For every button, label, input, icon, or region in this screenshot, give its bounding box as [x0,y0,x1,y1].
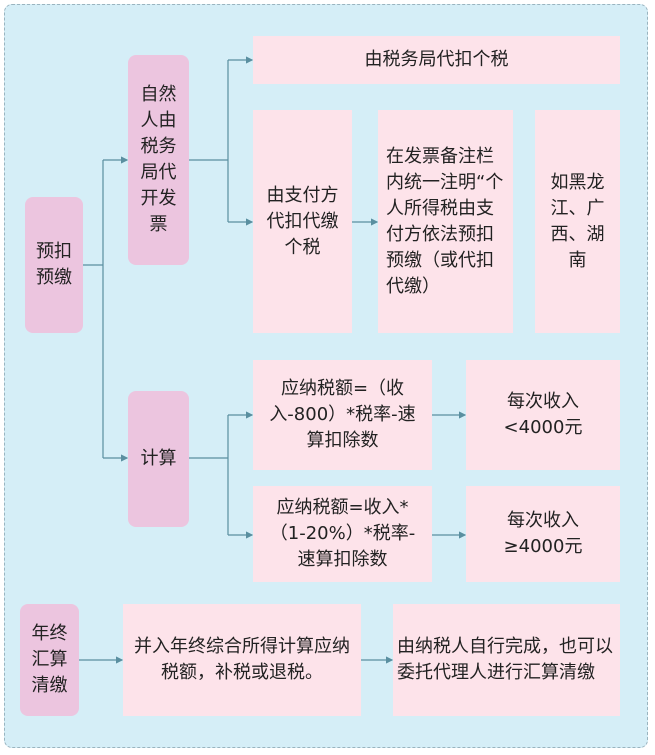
connector-prepay [83,160,104,458]
node-annual-merge: 并入年终综合所得计算应纳税额，补税或退税。 [123,604,361,716]
node-payer-withhold: 由支付方代扣代缴个税 [253,110,352,333]
node-annual: 年终汇算清缴 [20,604,79,716]
node-condition-low: 每次收入<4000元 [466,360,620,470]
connector-natural [189,60,229,222]
connector-calc [189,415,229,535]
node-formula-high: 应纳税额=收入*（1-20%）*税率-速算扣除数 [253,486,432,582]
node-annual-self: 由纳税人自行完成，也可以委托代理人进行汇算清缴 [393,604,620,716]
node-prepay: 预扣预缴 [25,197,83,333]
node-formula-low: 应纳税额=（收入-800）*税率-速算扣除数 [253,360,432,470]
node-provinces: 如黑龙江、广西、湖南 [535,110,620,333]
node-natural-person: 自然人由税务局代开发票 [128,55,189,265]
node-calculate: 计算 [128,391,189,527]
node-tax-bureau-withhold: 由税务局代扣个税 [253,36,620,84]
node-invoice-note: 在发票备注栏内统一注明“个人所得税由支付方依法预扣预缴（或代扣代缴） [378,110,513,333]
node-condition-high: 每次收入≥4000元 [466,486,620,582]
